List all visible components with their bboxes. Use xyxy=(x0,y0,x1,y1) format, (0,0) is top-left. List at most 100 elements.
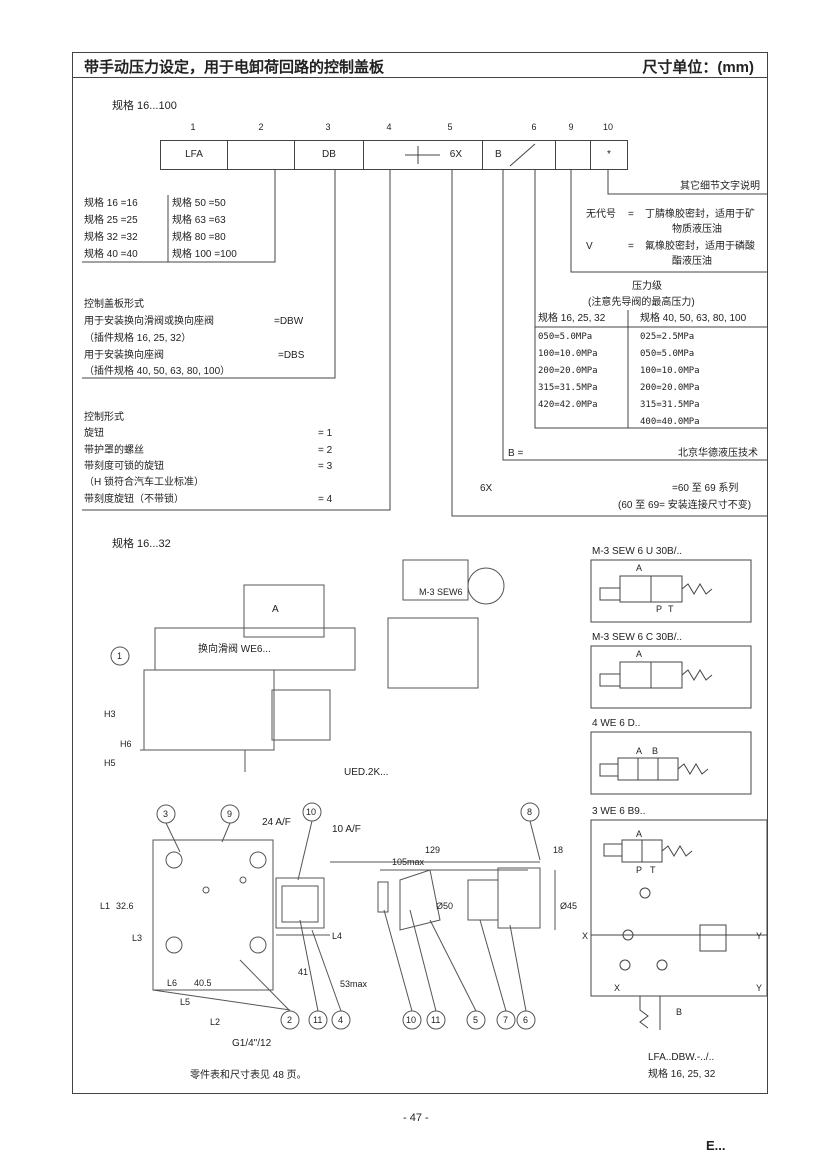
symbol-label-2: M-3 SEW 6 C 30B/.. xyxy=(592,632,683,643)
pressure-col-b-head: 规格 40, 50, 63, 80, 100 xyxy=(640,313,747,324)
dim-40-5: 40.5 xyxy=(194,978,212,988)
callout-8: 8 xyxy=(527,807,533,817)
control-form-code-2: = 2 xyxy=(318,445,333,456)
port-y-bottom: Y xyxy=(756,983,763,993)
port-a-2: A xyxy=(636,649,643,659)
series-code: 6X xyxy=(480,483,493,494)
port-x-left: X xyxy=(582,931,589,941)
port-a-4: A xyxy=(636,829,643,839)
seal-v-desc-1: 氟橡胶密封，适用于磷酸 xyxy=(645,241,755,252)
callout-6: 6 xyxy=(523,1015,529,1025)
dim-h5: H5 xyxy=(104,758,116,768)
valve-label: 换向滑阀 WE6... xyxy=(198,644,271,655)
dim-l3: L3 xyxy=(132,933,143,943)
seal-v-code: V xyxy=(586,241,593,252)
dim-ued: UED.2K... xyxy=(344,767,389,778)
size-right-1: 规格 50 =50 xyxy=(172,198,226,209)
port-t-1: T xyxy=(668,604,674,614)
spec-top: 规格 16...100 xyxy=(112,100,177,112)
control-form-item-4: （H 锁符合汽车工业标准） xyxy=(84,477,204,488)
control-form-item-1: 旋钮 xyxy=(84,428,104,439)
code-pos-6: 6 xyxy=(531,122,537,132)
code-pos-9: 9 xyxy=(568,122,574,132)
seal-none-desc-2: 物质液压油 xyxy=(672,224,722,235)
pressure-a-4: 315=31.5MPa xyxy=(538,383,598,393)
b-code: B = xyxy=(508,448,524,459)
cover-type-l2: （插件规格 16, 25, 32） xyxy=(84,333,192,344)
bottom-right-1: LFA..DBW.-../.. xyxy=(648,1052,715,1063)
symbol-label-4: 3 WE 6 B9.. xyxy=(592,806,646,817)
callout-11-right: 11 xyxy=(431,1015,441,1025)
dim-41: 41 xyxy=(298,967,309,977)
unit-label: 尺寸单位：(mm) xyxy=(642,59,754,76)
cover-type-l1-code: =DBW xyxy=(274,316,304,327)
port-p-4: P xyxy=(636,865,643,875)
callout-10-bottom: 10 xyxy=(406,1015,417,1025)
dim-32-6: 32.6 xyxy=(116,901,134,911)
code-pos-1: 1 xyxy=(190,122,196,132)
size-right-4: 规格 100 =100 xyxy=(172,249,237,260)
port-b-3: B xyxy=(652,746,659,756)
other-details: 其它细节文字说明 xyxy=(680,181,760,192)
dim-105: 105max xyxy=(392,857,425,867)
pressure-b-5: 315=31.5MPa xyxy=(640,400,700,410)
callout-9: 9 xyxy=(227,809,233,819)
cover-type-l4: （插件规格 40, 50, 63, 80, 100） xyxy=(84,366,231,377)
callout-7: 7 xyxy=(503,1015,509,1025)
dim-g14: G1/4"/12 xyxy=(232,1038,272,1049)
control-form-item-5: 带刻度旋钮（不带锁） xyxy=(84,494,184,505)
pressure-col-a-head: 规格 16, 25, 32 xyxy=(538,313,606,324)
code-pos-4: 4 xyxy=(386,122,392,132)
callout-5: 5 xyxy=(473,1015,479,1025)
code-pos-10: 10 xyxy=(602,122,613,132)
pressure-a-2: 100=10.0MPa xyxy=(538,349,598,359)
pressure-a-5: 420=42.0MPa xyxy=(538,400,598,410)
dim-h3: H3 xyxy=(104,709,116,719)
seal-eq-1: = xyxy=(628,209,634,220)
seal-none-desc-1: 丁腈橡胶密封，适用于矿 xyxy=(645,209,755,220)
size-left-2: 规格 25 =25 xyxy=(84,215,138,226)
corner-mark: E... xyxy=(706,1138,726,1153)
control-form-item-2: 带护罩的螺丝 xyxy=(84,445,144,456)
symbol-label-1: M-3 SEW 6 U 30B/.. xyxy=(592,546,683,557)
port-a-3: A xyxy=(636,746,643,756)
size-left-4: 规格 40 =40 xyxy=(84,249,138,260)
seal-none-code: 无代号 xyxy=(586,209,616,220)
bottom-note: 零件表和尺寸表见 48 页。 xyxy=(190,1070,307,1081)
dim-18: 18 xyxy=(553,845,564,855)
dim-l1: L1 xyxy=(100,901,111,911)
callout-11-left: 11 xyxy=(313,1015,323,1025)
dim-53: 53max xyxy=(340,979,368,989)
symbol-label-3: 4 WE 6 D.. xyxy=(592,718,641,729)
seal-eq-2: = xyxy=(628,241,634,252)
size-left-3: 规格 32 =32 xyxy=(84,232,138,243)
control-form-code-3: = 3 xyxy=(318,461,333,472)
port-y-right: Y xyxy=(756,931,763,941)
pressure-title: 压力级 xyxy=(632,281,662,292)
dim-l4: L4 xyxy=(332,931,343,941)
control-form-title: 控制形式 xyxy=(84,412,124,423)
dim-l6: L6 xyxy=(167,978,178,988)
dim-129: 129 xyxy=(425,845,441,855)
pressure-a-1: 050=5.0MPa xyxy=(538,332,593,342)
control-form-item-3: 带刻度可锁的旋钮 xyxy=(84,461,164,472)
pressure-b-4: 200=20.0MPa xyxy=(640,383,700,393)
dim-l5: L5 xyxy=(180,997,191,1007)
pressure-b-3: 100=10.0MPa xyxy=(640,366,700,376)
callout-1: 1 xyxy=(117,651,123,661)
code-pos-3: 3 xyxy=(325,122,331,132)
code-pos-5: 5 xyxy=(447,122,453,132)
series-desc: =60 至 69 系列 xyxy=(672,483,739,494)
dim-l2: L2 xyxy=(210,1017,221,1027)
b-desc: 北京华德液压技术 xyxy=(678,448,758,459)
dim-af24: 24 A/F xyxy=(262,817,291,828)
pressure-note: (注意先导阀的最高压力) xyxy=(588,297,695,308)
m3-label: M-3 SEW6 xyxy=(419,587,463,597)
port-a-1: A xyxy=(636,563,643,573)
dim-af10: 10 A/F xyxy=(332,824,361,835)
port-p-1: P xyxy=(656,604,663,614)
port-t-4: T xyxy=(650,865,656,875)
bottom-right-2: 规格 16, 25, 32 xyxy=(648,1069,716,1080)
size-right-2: 规格 63 =63 xyxy=(172,215,226,226)
dim-d50: Ø50 xyxy=(436,901,454,911)
